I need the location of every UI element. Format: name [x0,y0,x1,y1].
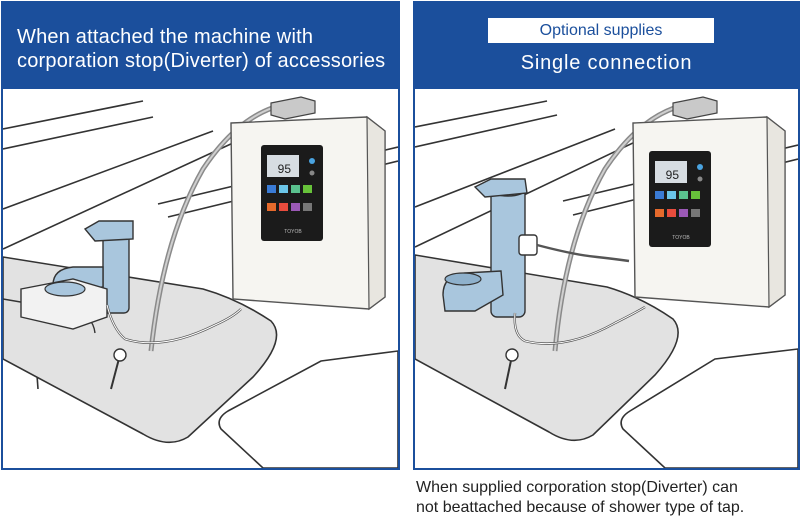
faucet-handle [473,178,528,198]
kitchen-illustration: 95 TOYOB [415,96,798,468]
sink-edge [620,348,798,468]
optional-supplies-badge: Optional supplies [488,18,714,43]
panel-header: When attached the machine with corporati… [3,3,398,89]
mode-buttons [267,185,312,211]
panel-single-connection: Optional supplies Single connection [413,1,800,470]
lcd-value: 95 [666,168,680,182]
panel-corporation-stop: When attached the machine with corporati… [1,1,400,470]
single-connector [518,234,538,256]
mode-buttons [655,191,700,217]
hose-connector [672,96,718,120]
panel-header: Optional supplies Single connection [415,3,798,89]
valve-knob [113,348,127,362]
inlet-hose [536,243,630,263]
lcd-display [655,161,687,183]
valve-knob [505,348,519,362]
lcd-display [267,155,299,177]
diverter-box [20,278,108,330]
lcd-value: 95 [278,162,292,176]
panel-title: When attached the machine with corporati… [17,26,386,72]
faucet-handle [83,220,134,242]
brand-label: TOYOB [672,235,690,241]
kitchen-illustration: 95 TOYOB [3,96,398,468]
hose-connector [270,96,316,120]
caption-note: When supplied corporation stop(Diverter)… [416,479,745,516]
panel-title: Single connection [520,52,693,74]
sink-edge [218,350,398,468]
brand-label: TOYOB [284,229,302,235]
